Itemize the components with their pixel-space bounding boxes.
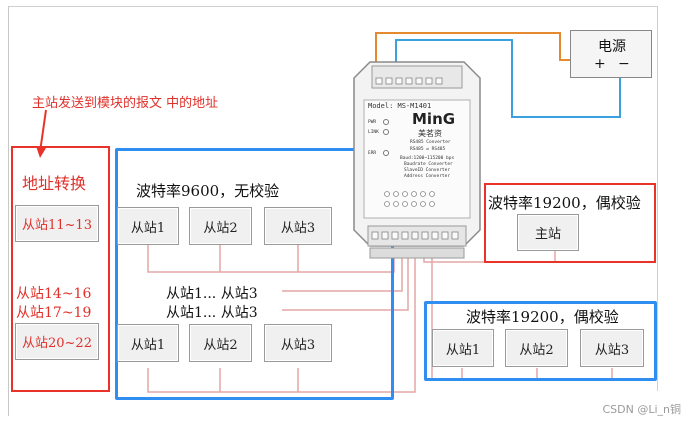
page-right-rule bbox=[657, 6, 658, 391]
device-logo: MinG bbox=[412, 110, 456, 128]
power-plus: + bbox=[594, 56, 606, 72]
address-item-14-16: 从站14~16 bbox=[16, 286, 92, 302]
watermark: CSDN @Li_n铜 bbox=[602, 403, 681, 416]
device-spec-6: Address Converter bbox=[404, 174, 451, 179]
device-spec-2: RS485 ⇌ RS485 bbox=[410, 147, 446, 152]
slave-9600-row2-2: 从站2 bbox=[189, 324, 252, 362]
slave-9600-row1-1: 从站1 bbox=[117, 207, 179, 245]
slave-19200-1: 从站1 bbox=[432, 329, 494, 367]
power-wire-blue bbox=[511, 68, 621, 118]
bus-label-row-1 bbox=[282, 253, 403, 292]
power-supply bbox=[570, 30, 652, 78]
group-19200-frame bbox=[424, 301, 657, 381]
master-node: 主站 bbox=[517, 214, 579, 251]
device-spec-3: Baud:1200~115200 bps bbox=[400, 156, 455, 161]
slave-9600-row1-2: 从站2 bbox=[189, 207, 252, 245]
bus-9600-lower bbox=[147, 253, 416, 393]
master-title: 波特率19200，偶校验 bbox=[488, 194, 641, 212]
device-model: Model: MS-M1401 bbox=[368, 102, 432, 110]
device-led-pwr: PWR bbox=[368, 120, 377, 125]
address-conversion-title: 地址转换 bbox=[22, 174, 87, 193]
power-wire-blue-b bbox=[395, 39, 513, 68]
slave-19200-3: 从站3 bbox=[580, 329, 644, 367]
power-minus: − bbox=[618, 56, 630, 72]
slave-9600-row2-3: 从站3 bbox=[264, 324, 332, 362]
device-led-link: LINK bbox=[368, 130, 379, 135]
device-led-err: ERR bbox=[368, 151, 377, 156]
terminal-block-top bbox=[375, 77, 443, 85]
slave-9600-row2-1: 从站1 bbox=[117, 324, 179, 362]
bus-9600-upper bbox=[147, 245, 395, 273]
converter-device: Model: MS-M1401 MinG 美茗资 RS485 Converter… bbox=[352, 60, 482, 260]
device-spec-5: SlaveID Converter bbox=[404, 168, 451, 173]
master-frame bbox=[484, 183, 656, 263]
address-conversion-frame bbox=[11, 146, 110, 392]
bus-label-2: 从站1... 从站3 bbox=[166, 305, 258, 321]
converter-body bbox=[353, 61, 481, 259]
slave-9600-row1-3: 从站3 bbox=[264, 207, 332, 245]
page-top-rule bbox=[8, 6, 658, 7]
address-item-20-22: 从站20~22 bbox=[15, 323, 99, 360]
device-spec-1: RS485 Converter bbox=[410, 140, 451, 145]
bus-label-1: 从站1... 从站3 bbox=[166, 286, 258, 302]
annotation-text: 主站发送到模块的报文 中的地址 bbox=[32, 96, 219, 111]
device-spec-4: Baudrate Converter bbox=[404, 162, 453, 167]
page-left-rule bbox=[8, 6, 9, 416]
address-item-17-19: 从站17~19 bbox=[16, 305, 92, 321]
led-link-icon bbox=[383, 129, 389, 135]
led-pwr-icon bbox=[383, 119, 389, 125]
led-err-icon bbox=[383, 150, 389, 156]
bus-label-row-2 bbox=[282, 253, 409, 311]
port-led-array bbox=[384, 191, 435, 207]
group-9600-title: 波特率9600，无校验 bbox=[136, 182, 280, 200]
device-brand: 美茗资 bbox=[418, 129, 442, 138]
terminal-block-bottom bbox=[371, 231, 459, 240]
address-item-11-13: 从站11~13 bbox=[15, 205, 99, 242]
slave-19200-2: 从站2 bbox=[505, 329, 568, 367]
annotation-arrow bbox=[36, 109, 47, 158]
group-19200-title: 波特率19200，偶校验 bbox=[466, 308, 619, 326]
group-9600-frame bbox=[115, 148, 394, 400]
power-title: 电源 bbox=[598, 39, 626, 55]
